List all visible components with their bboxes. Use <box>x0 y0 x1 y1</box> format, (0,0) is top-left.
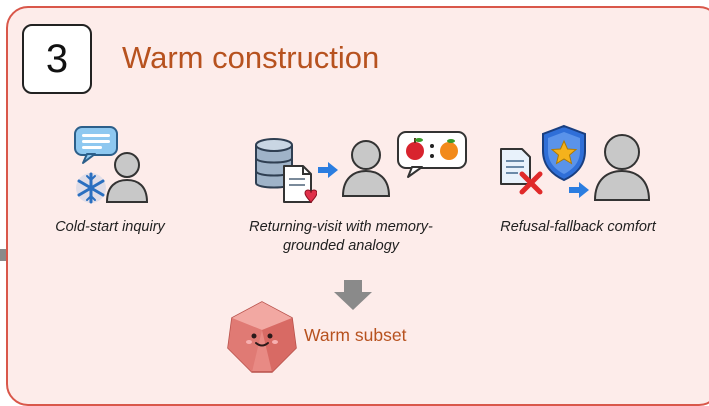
step-number: 3 <box>22 24 92 94</box>
scenario-3-label: Refusal-fallback comfort <box>500 219 656 235</box>
output-label: Warm subset <box>304 325 407 345</box>
document-heart-icon <box>283 165 317 204</box>
user-icon <box>105 152 149 203</box>
step-title: Warm construction <box>122 40 380 75</box>
chat-bubble-icon <box>74 126 118 164</box>
arrow-right-icon <box>318 162 338 178</box>
smiling-gem-icon <box>227 301 297 373</box>
arrow-right-icon <box>569 182 589 198</box>
apple-orange-analogy-icon <box>397 131 467 178</box>
snowflake-icon <box>76 172 106 204</box>
down-arrow-icon <box>334 280 372 310</box>
user-icon <box>593 134 651 201</box>
scenario-1-label: Cold-start inquiry <box>55 219 165 235</box>
shield-star-icon <box>542 124 586 182</box>
scenario-2-label: Returning-visit with memory-grounded ana… <box>249 219 433 254</box>
user-icon <box>341 140 391 197</box>
document-x-icon <box>500 148 543 195</box>
